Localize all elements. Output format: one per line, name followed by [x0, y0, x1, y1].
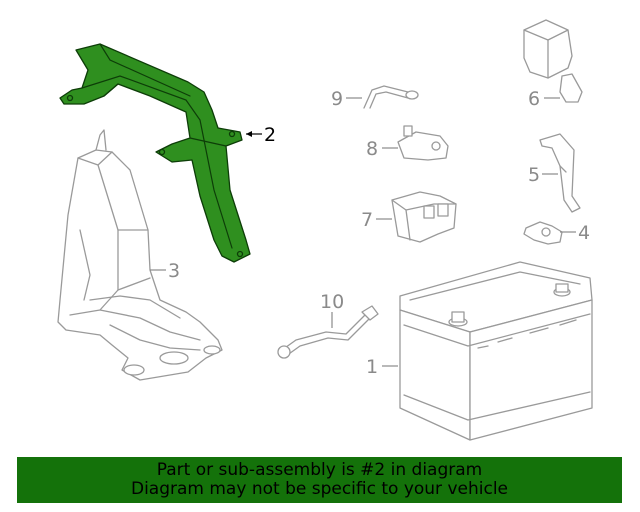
callout-8: 8 — [366, 138, 398, 160]
callout-1: 1 — [366, 356, 398, 378]
callout-4: 4 — [560, 222, 590, 244]
svg-text:3: 3 — [168, 260, 180, 282]
part-10-ground-cable — [277, 305, 379, 359]
part-8-terminal — [397, 125, 449, 161]
callout-5: 5 — [528, 164, 558, 186]
part-5-bracket — [539, 133, 581, 213]
svg-text:9: 9 — [331, 88, 343, 110]
svg-text:6: 6 — [528, 88, 540, 110]
svg-text:2: 2 — [264, 124, 276, 146]
callout-7: 7 — [361, 209, 392, 231]
part-3-battery-tray — [57, 129, 223, 381]
parts-diagram: 1 2 3 4 5 6 7 8 9 10 — [57, 19, 593, 441]
callout-3: 3 — [150, 260, 180, 282]
callout-9: 9 — [331, 88, 362, 110]
part-2-hold-down-bracket[interactable] — [59, 43, 251, 263]
callout-6: 6 — [528, 88, 560, 110]
part-9-cable — [363, 85, 419, 109]
svg-text:4: 4 — [578, 222, 590, 244]
svg-text:1: 1 — [366, 356, 378, 378]
part-4-clamp — [523, 221, 563, 245]
callout-10: 10 — [320, 291, 344, 328]
banner-line-1: Part or sub-assembly is #2 in diagram — [156, 460, 483, 480]
svg-text:5: 5 — [528, 164, 540, 186]
svg-text:10: 10 — [320, 291, 344, 313]
part-1-battery — [399, 261, 593, 441]
callout-2: 2 — [246, 124, 276, 146]
part-info-banner: Part or sub-assembly is #2 in diagram Di… — [17, 457, 622, 503]
part-7-fuse-block — [391, 191, 457, 243]
banner-line-2: Diagram may not be specific to your vehi… — [130, 479, 508, 499]
svg-text:7: 7 — [361, 209, 373, 231]
part-6-terminal-cover — [523, 19, 583, 103]
svg-text:8: 8 — [366, 138, 378, 160]
